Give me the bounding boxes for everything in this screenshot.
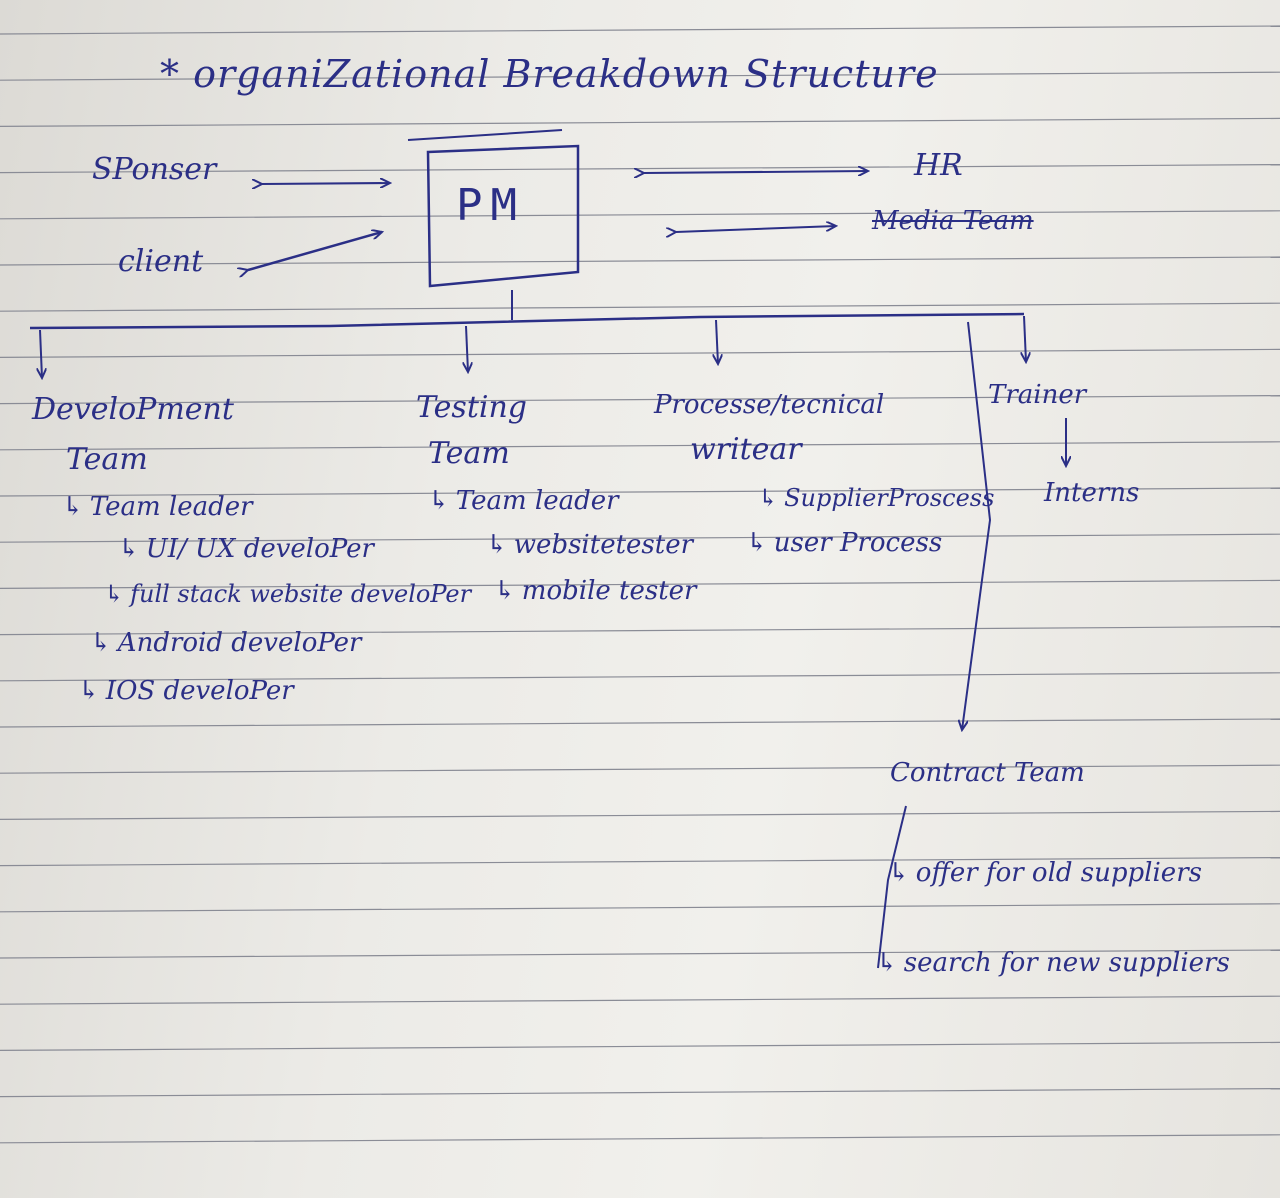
arrow-icon: ↳ [888,858,910,888]
arrow-icon: ↳ [494,576,516,606]
ruled-line [0,625,1280,636]
sponser-label: SPonser [92,152,217,187]
ruled-line [0,810,1280,821]
ruled-line [0,25,1280,35]
client-pm-arrow [248,232,382,270]
process-team-name-2: writear [690,432,802,467]
branch-bus-line [29,312,1025,330]
testing-item: ↳mobile tester [494,576,697,606]
pm-box-top-extra [407,129,563,141]
hr-label: HR [914,148,963,183]
process-team-name: Processe/tecnical [654,390,885,420]
ruled-line [0,718,1280,728]
ruled-line [0,1134,1280,1144]
ruled-line [0,487,1280,497]
media-team-label: Media Team [872,206,1034,236]
ruled-line [0,579,1280,590]
testing-item: ↳Team leader [428,486,619,516]
arrow-icon: ↳ [758,484,779,512]
contract-item: ↳search for new suppliers [876,948,1230,978]
ruled-line [0,995,1280,1005]
ruled-line [0,256,1280,266]
ruled-line [0,395,1280,405]
ruled-line [0,949,1280,959]
arrow-icon: ↳ [104,580,125,608]
arrow-icon: ↳ [62,492,84,522]
trainer-item: Interns [1044,478,1140,508]
pm-media-arrow [676,226,836,232]
testing-team-name: Testing [416,390,528,425]
dev-item: ↳UI/ UX develoPer [118,534,374,564]
development-team-name: DeveloPment [32,392,234,427]
dev-item: ↳full stack website develoPer [104,580,472,608]
pm-box [426,144,580,288]
ruled-line [0,903,1280,913]
process-item: ↳SupplierProscess [758,484,995,512]
drop-testing [466,325,468,372]
dev-item: ↳IOS develoPer [78,676,294,706]
arrow-icon: ↳ [876,948,898,978]
arrow-icon: ↳ [428,486,450,516]
ruled-line [0,71,1280,81]
arrow-icon: ↳ [90,628,112,658]
drop-contract [962,321,992,730]
ruled-line [0,1041,1280,1052]
ruled-line [0,210,1280,220]
contract-bracket [877,805,907,969]
client-label: client [118,244,204,279]
ruled-line [0,1087,1280,1098]
dev-item: ↳Android develoPer [90,628,362,658]
ruled-line [0,348,1280,358]
pm-hr-arrow [644,171,868,173]
arrow-icon: ↳ [746,528,768,558]
pm-label: PM [456,180,525,231]
sponser-pm-arrow [262,183,390,184]
process-item: ↳user Process [746,528,943,558]
ruled-line [0,117,1280,127]
testing-item: ↳websitetester [486,530,694,560]
ruled-line [0,856,1280,867]
trainer-name: Trainer [988,380,1087,410]
ruled-line [0,302,1280,312]
drop-development [40,329,42,378]
page-title: * organiZational Breakdown Structure [160,52,939,96]
testing-team-name-2: Team [428,436,510,471]
contract-item: ↳offer for old suppliers [888,858,1202,888]
contract-team-name: Contract Team [890,758,1085,788]
development-team-name-2: Team [66,442,148,477]
ruled-line [0,764,1280,774]
arrow-icon: ↳ [486,530,508,560]
dev-item: ↳Team leader [62,492,253,522]
arrow-icon: ↳ [78,676,100,706]
arrow-icon: ↳ [118,534,140,564]
drop-trainer [1024,315,1026,362]
ruled-line [0,672,1280,682]
ruled-line [0,533,1280,543]
drop-process [716,319,718,364]
